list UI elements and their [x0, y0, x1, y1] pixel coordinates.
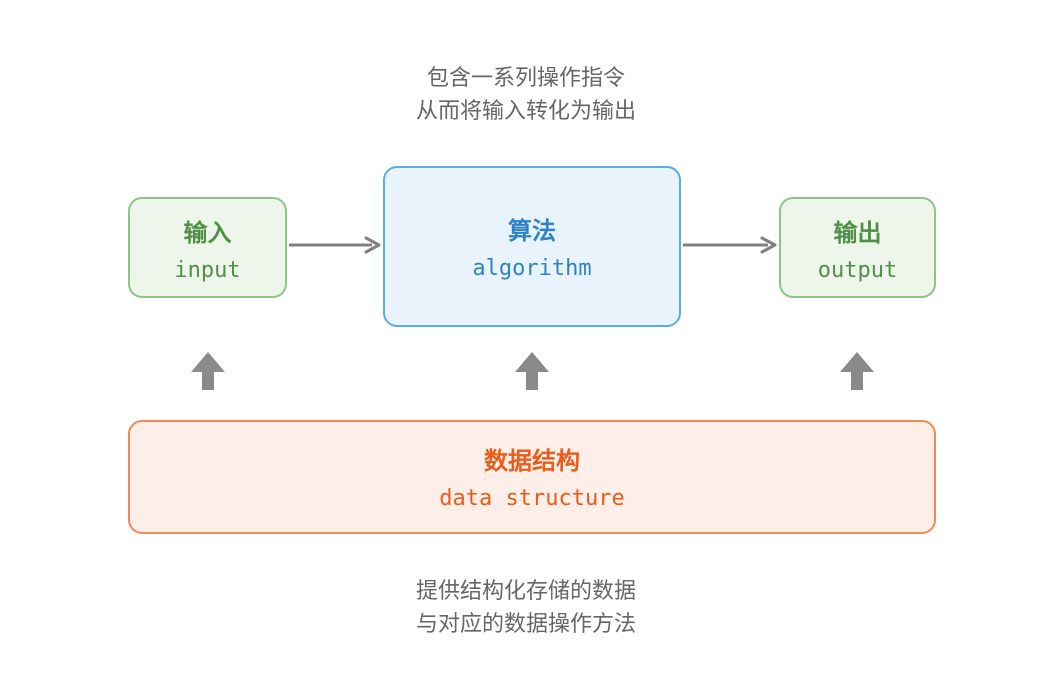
top-caption-line-1: 包含一系列操作指令: [426, 66, 625, 91]
top-caption: 包含一系列操作指令 从而将输入转化为输出: [0, 62, 1052, 128]
up-arrow-to-algorithm: [515, 352, 549, 390]
input-box-subtitle: input: [174, 258, 241, 283]
input-box: 输入 input: [128, 197, 287, 298]
algorithm-box-subtitle: algorithm: [472, 256, 592, 281]
algorithm-box: 算法 algorithm: [383, 166, 681, 327]
input-box-title: 输入: [183, 219, 232, 247]
bottom-caption-line-2: 与对应的数据操作方法: [415, 612, 636, 637]
top-caption-line-2: 从而将输入转化为输出: [415, 99, 636, 124]
algorithm-box-title: 算法: [508, 217, 556, 245]
bottom-caption: 提供结构化存储的数据 与对应的数据操作方法: [0, 575, 1052, 641]
arrow-input-to-algorithm: [289, 236, 381, 254]
output-box-subtitle: output: [817, 258, 898, 283]
arrow-algorithm-to-output: [683, 236, 777, 254]
data-structure-box-subtitle: data structure: [439, 486, 625, 511]
output-box-title: 输出: [833, 219, 882, 247]
data-structure-box: 数据结构 data structure: [128, 420, 936, 534]
output-box: 输出 output: [779, 197, 936, 298]
up-arrow-to-input: [191, 352, 225, 390]
bottom-caption-line-1: 提供结构化存储的数据: [415, 579, 636, 604]
up-arrow-to-output: [840, 352, 874, 390]
data-structure-box-title: 数据结构: [484, 447, 580, 475]
